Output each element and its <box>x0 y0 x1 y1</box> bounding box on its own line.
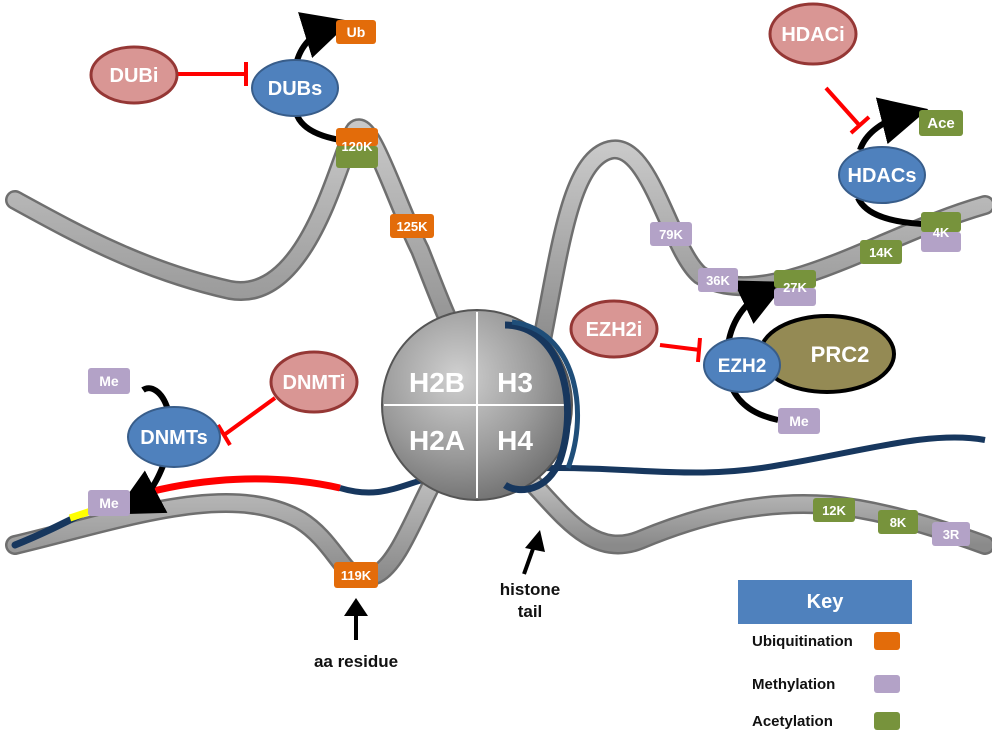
ezh2i-label: EZH2i <box>586 319 643 341</box>
modification-marks: Ub 120K 125K Ace 4K 14K 79K 36K 27K Me M… <box>88 20 970 588</box>
mark-119k: 119K <box>341 568 372 583</box>
key-acetylation-label: Acetylation <box>752 712 833 730</box>
mark-me-dnmt-top: Me <box>99 373 119 389</box>
mark-36k: 36K <box>706 273 730 288</box>
mark-79k: 79K <box>659 227 683 242</box>
mark-ub: Ub <box>347 24 366 40</box>
key-ubiquitination-label: Ubiquitination <box>752 632 853 650</box>
key-methylation-label: Methylation <box>752 675 836 693</box>
nucleosome: H2B H3 H2A H4 <box>381 309 580 501</box>
histone-tail-label-line1: histone <box>499 580 561 599</box>
histone-tails <box>5 118 992 588</box>
histone-h2a-label: H2A <box>409 425 465 456</box>
histone-tail-label-line2: tail <box>517 602 543 621</box>
dnmts-label: DNMTs <box>140 427 207 449</box>
mark-27k: 27K <box>783 280 807 295</box>
key-row-acetylation: Acetylation <box>752 712 900 730</box>
inhibitors: DUBi HDACi EZH2i DNMTi <box>89 2 858 414</box>
mark-120k: 120K <box>341 139 373 154</box>
key-methylation-swatch <box>874 675 900 693</box>
mark-3r: 3R <box>943 527 960 542</box>
mark-8k: 8K <box>890 515 907 530</box>
key-row-methylation: Methylation <box>752 675 900 693</box>
prc2-label: PRC2 <box>811 342 870 367</box>
aa-residue-label: aa residue <box>313 652 399 671</box>
mark-me-dnmt-bottom: Me <box>99 495 119 511</box>
enzymes: DUBs HDACs PRC2 EZH2 DNMTs <box>127 59 926 468</box>
key-row-ubiquitination: Ubiquitination <box>752 632 900 650</box>
mark-ace: Ace <box>927 115 955 132</box>
histone-h4-label: H4 <box>497 425 533 456</box>
hdaci-label: HDACi <box>781 24 844 46</box>
histone-h3-label: H3 <box>497 367 533 398</box>
dubs-label: DUBs <box>268 78 322 100</box>
inhibition-lines <box>178 62 871 447</box>
key-acetylation-swatch <box>874 712 900 730</box>
mark-12k: 12K <box>822 503 846 518</box>
mark-me-ezh2: Me <box>789 413 809 429</box>
key-title: Key <box>738 580 912 624</box>
dnmti-label: DNMTi <box>283 372 346 394</box>
pointer-arrows <box>344 530 545 640</box>
key-ubiquitination-swatch <box>874 632 900 650</box>
dubi-label: DUBi <box>110 65 159 87</box>
histone-h2b-label: H2B <box>409 367 465 398</box>
hdacs-label: HDACs <box>848 165 917 187</box>
mark-14k: 14K <box>869 245 893 260</box>
mark-125k: 125K <box>396 219 428 234</box>
ezh2-label: EZH2 <box>718 356 767 377</box>
mark-4k: 4K <box>933 225 950 240</box>
